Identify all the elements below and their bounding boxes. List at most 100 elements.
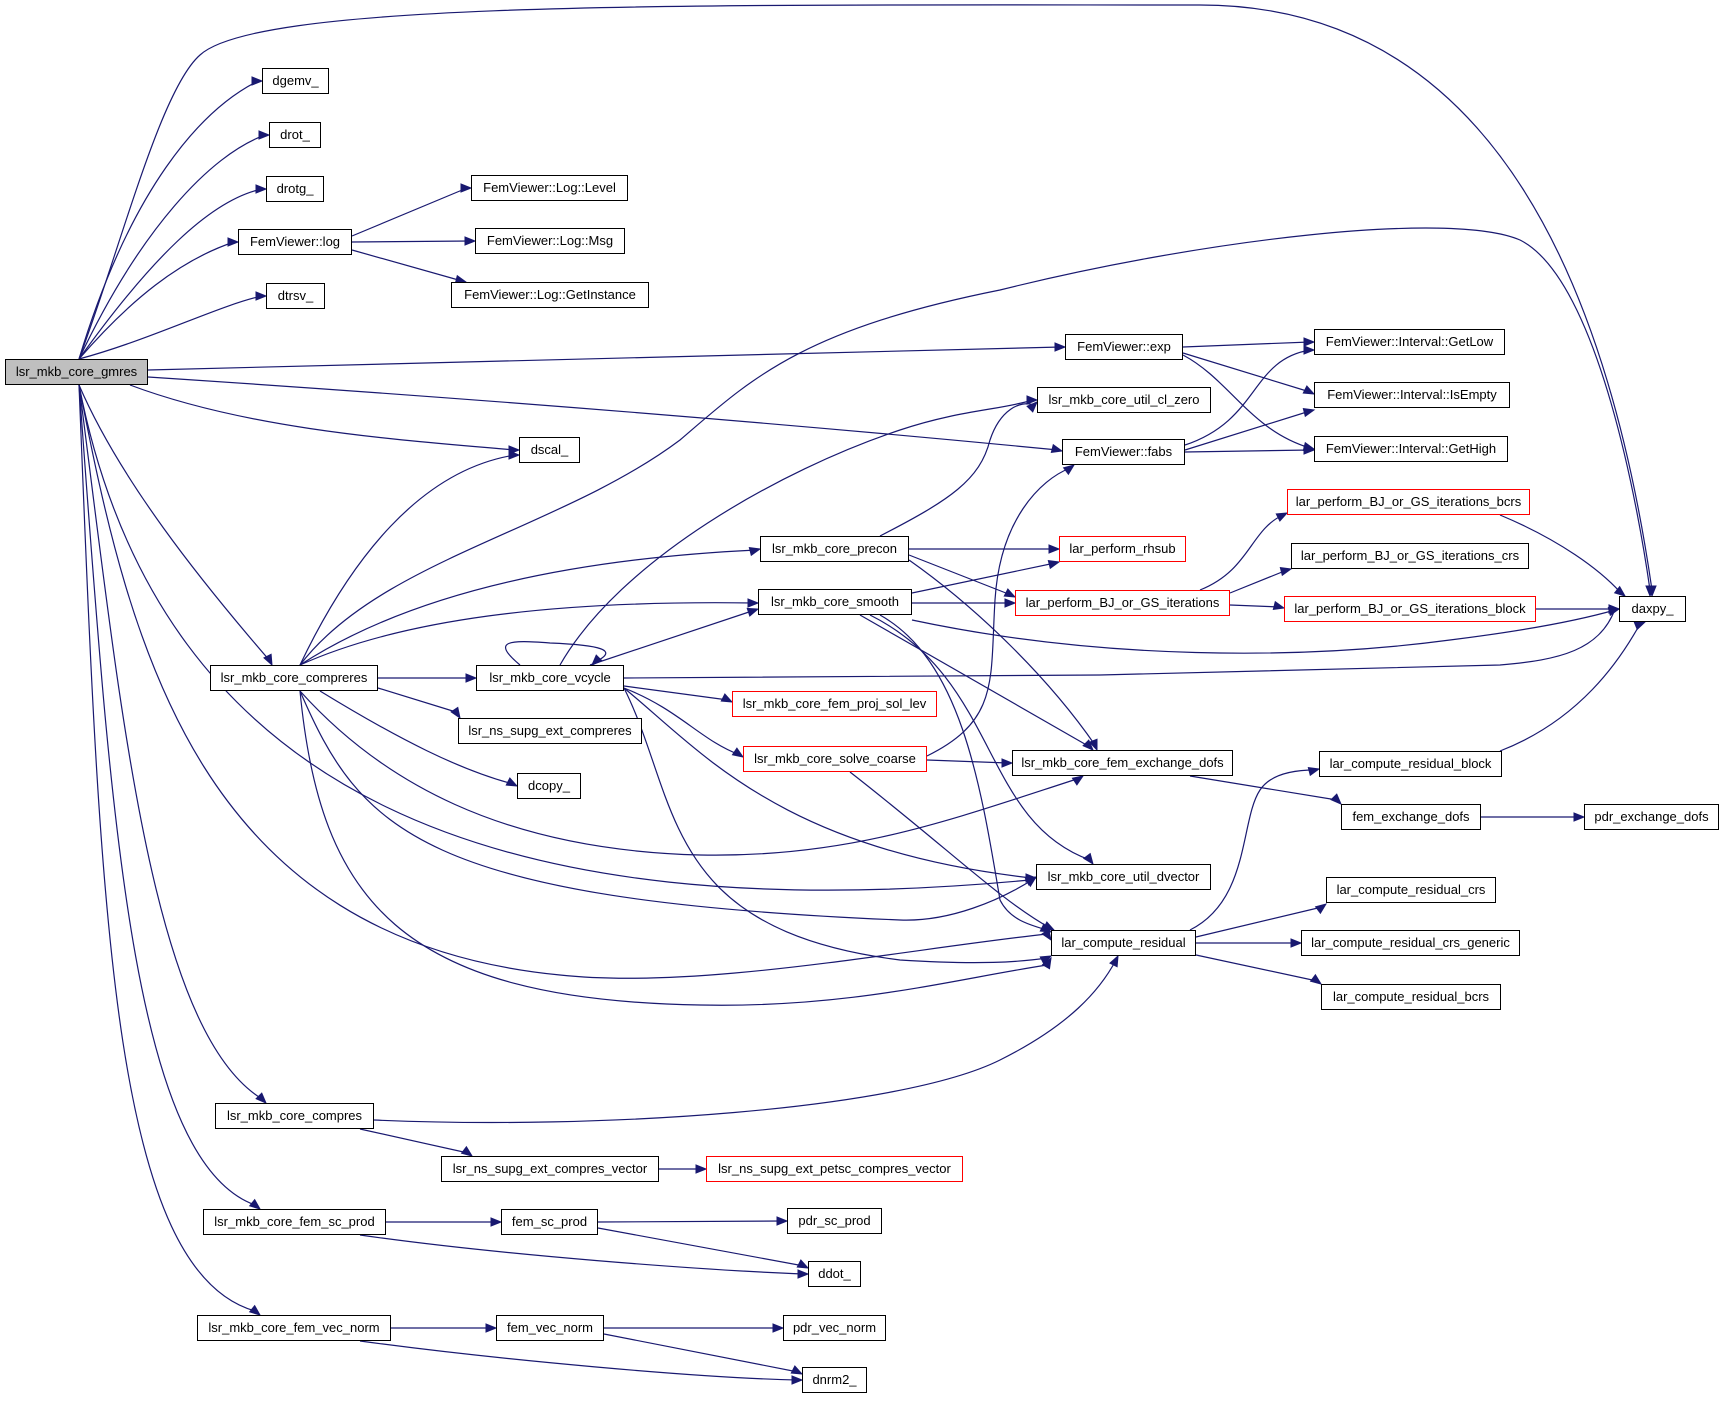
arrowhead-ns-compres-vector-to-petsc xyxy=(695,1164,708,1174)
node-drot[interactable]: drot_ xyxy=(269,122,321,148)
arrowhead-residual-to-res-block xyxy=(1307,766,1321,777)
edge-compres-to-ns-compres-vector xyxy=(359,1128,469,1154)
arrowhead-fem-sc-prod2-to-ddot xyxy=(796,1259,810,1269)
node-lsr-mkb-core-smooth[interactable]: lsr_mkb_core_smooth xyxy=(758,589,912,615)
node-lar-perform-bj-or-gs-iterations-bcrs[interactable]: lar_perform_BJ_or_GS_iterations_bcrs xyxy=(1287,489,1530,515)
node-drotg[interactable]: drotg_ xyxy=(266,176,324,202)
node-dtrsv[interactable]: dtrsv_ xyxy=(266,283,325,309)
node-fem-sc-prod[interactable]: fem_sc_prod xyxy=(501,1209,598,1235)
node-lsr-mkb-core-vcycle[interactable]: lsr_mkb_core_vcycle xyxy=(476,665,624,691)
edge-compreres-to-precon xyxy=(299,549,757,666)
node-ddot[interactable]: ddot_ xyxy=(808,1261,861,1287)
edge-vcycle-to-proj-sol-lev xyxy=(623,685,729,701)
node-femviewer-log-msg[interactable]: FemViewer::Log::Msg xyxy=(475,228,625,254)
arrowhead-fv-fabs-to-getlow xyxy=(1303,345,1316,355)
node-lar-perform-bj-or-gs-iterations-crs[interactable]: lar_perform_BJ_or_GS_iterations_crs xyxy=(1291,543,1529,569)
node-dscal[interactable]: dscal_ xyxy=(519,437,580,463)
edge-residual-to-res-bcrs xyxy=(1195,954,1318,982)
edge-precon-to-fem-exchange xyxy=(908,559,1096,746)
edge-fem-exchange-to-fem-exch xyxy=(1189,775,1338,801)
node-lsr-mkb-core-compres[interactable]: lsr_mkb_core_compres xyxy=(215,1103,374,1129)
node-lar-compute-residual-crs[interactable]: lar_compute_residual_crs xyxy=(1326,877,1496,903)
arrowhead-compreres-to-fem-exchange xyxy=(1071,775,1085,786)
node-pdr-sc-prod[interactable]: pdr_sc_prod xyxy=(787,1208,882,1234)
node-lar-compute-residual-crs-generic[interactable]: lar_compute_residual_crs_generic xyxy=(1301,930,1520,956)
node-lsr-mkb-core-fem-proj-sol-lev[interactable]: lsr_mkb_core_fem_proj_sol_lev xyxy=(732,691,937,717)
node-femviewer-log-level[interactable]: FemViewer::Log::Level xyxy=(471,175,628,201)
edge-vcycle-to-daxpy xyxy=(623,608,1616,679)
node-interval-getlow[interactable]: FemViewer::Interval::GetLow xyxy=(1314,329,1505,355)
edge-fv-fabs-to-isempty xyxy=(1184,410,1311,451)
arrowhead-fem-sc-prod2-to-pdr xyxy=(776,1216,789,1226)
node-pdr-exchange-dofs[interactable]: pdr_exchange_dofs xyxy=(1584,804,1719,830)
node-lsr-mkb-core-fem-sc-prod[interactable]: lsr_mkb_core_fem_sc_prod xyxy=(203,1209,386,1235)
edge-vcycle-to-smooth xyxy=(589,609,756,666)
node-interval-gethigh[interactable]: FemViewer::Interval::GetHigh xyxy=(1314,436,1508,462)
node-interval-isempty[interactable]: FemViewer::Interval::IsEmpty xyxy=(1314,382,1510,408)
arrowhead-fem-exch-to-pdr-exch xyxy=(1573,812,1586,822)
arrowhead-gmres-to-fv-log xyxy=(227,237,240,247)
edge-fv-exp-to-getlow xyxy=(1182,341,1311,348)
arrowhead-solve-coarse-to-fv-fabs xyxy=(1062,464,1076,476)
arrowhead-fem-vec-norm2-to-pdr xyxy=(772,1323,785,1333)
node-femviewer-log[interactable]: FemViewer::log xyxy=(238,229,352,255)
arrowhead-compres-to-ns-compres-vector xyxy=(460,1145,474,1157)
edge-gmres-to-dtrsv xyxy=(78,295,263,360)
edge-bj-bcrs-to-daxpy xyxy=(1499,514,1621,593)
arrowhead-bj-to-bj-bcrs xyxy=(1275,512,1289,522)
node-lsr-ns-supg-ext-compres-vector[interactable]: lsr_ns_supg_ext_compres_vector xyxy=(441,1156,659,1182)
node-dnrm2[interactable]: dnrm2_ xyxy=(802,1367,867,1393)
arrowhead-fv-log-to-level xyxy=(460,183,473,193)
edge-residual-to-res-crs xyxy=(1195,906,1323,938)
node-lsr-mkb-core-fem-exchange-dofs[interactable]: lsr_mkb_core_fem_exchange_dofs xyxy=(1012,750,1233,776)
arrowhead-fem-vec-norm2-to-dnrm2 xyxy=(790,1365,804,1375)
arrowhead-smooth-to-bj xyxy=(1004,598,1017,608)
node-dgemv[interactable]: dgemv_ xyxy=(262,68,329,94)
edge-smooth-to-rhsub xyxy=(911,562,1056,594)
node-pdr-vec-norm[interactable]: pdr_vec_norm xyxy=(783,1315,886,1341)
edge-fem-sc-prod-to-ddot xyxy=(359,1234,805,1275)
arrowhead-fem-exchange-to-fem-exch xyxy=(1330,793,1342,805)
edge-compreres-to-dcopy xyxy=(319,690,514,785)
edge-bj-to-bj-crs xyxy=(1229,569,1288,594)
edge-compreres-to-fem-exchange xyxy=(299,690,1081,856)
arrowhead-precon-to-util-cl-zero xyxy=(1026,401,1038,413)
node-fem-exchange-dofs[interactable]: fem_exchange_dofs xyxy=(1341,804,1481,830)
node-lar-perform-bj-or-gs-iterations[interactable]: lar_perform_BJ_or_GS_iterations xyxy=(1015,590,1230,616)
node-fem-vec-norm[interactable]: fem_vec_norm xyxy=(496,1315,604,1341)
node-femviewer-fabs[interactable]: FemViewer::fabs xyxy=(1062,439,1185,465)
arrowhead-precon-to-bj xyxy=(1003,588,1017,598)
node-lsr-mkb-core-precon[interactable]: lsr_mkb_core_precon xyxy=(760,536,909,562)
node-lar-perform-rhsub[interactable]: lar_perform_rhsub xyxy=(1059,536,1186,562)
node-lsr-ns-supg-ext-petsc-compres-vector[interactable]: lsr_ns_supg_ext_petsc_compres_vector xyxy=(706,1156,963,1182)
arrowhead-precon-to-rhsub xyxy=(1048,544,1061,554)
node-lsr-ns-supg-ext-compreres[interactable]: lsr_ns_supg_ext_compreres xyxy=(458,718,642,744)
node-dcopy[interactable]: dcopy_ xyxy=(517,773,581,799)
arrowhead-vcycle-to-util-cl-zero xyxy=(1026,395,1039,405)
node-lsr-mkb-core-compreres[interactable]: lsr_mkb_core_compreres xyxy=(210,665,378,691)
node-lsr-mkb-core-util-dvector[interactable]: lsr_mkb_core_util_dvector xyxy=(1036,864,1211,890)
node-lsr-mkb-core-fem-vec-norm[interactable]: lsr_mkb_core_fem_vec_norm xyxy=(197,1315,391,1341)
edge-fem-vec-norm2-to-dnrm2 xyxy=(603,1333,799,1373)
arrowhead-vcycle-to-residual xyxy=(1039,955,1053,965)
edge-bj-to-bj-block xyxy=(1229,604,1281,608)
arrowhead-fv-log-to-msg xyxy=(464,236,477,246)
edge-bj-to-bj-bcrs xyxy=(1199,514,1284,591)
node-lar-perform-bj-or-gs-iterations-block[interactable]: lar_perform_BJ_or_GS_iterations_block xyxy=(1284,596,1536,622)
edge-fv-log-to-msg xyxy=(351,240,472,243)
arrowhead-fv-fabs-to-gethigh xyxy=(1303,445,1316,455)
node-lsr-mkb-core-solve-coarse[interactable]: lsr_mkb_core_solve_coarse xyxy=(743,746,927,772)
node-daxpy[interactable]: daxpy_ xyxy=(1619,596,1686,622)
node-lar-compute-residual[interactable]: lar_compute_residual xyxy=(1051,930,1196,956)
arrowhead-compreres-to-precon xyxy=(748,546,762,557)
arrowhead-fv-fabs-to-isempty xyxy=(1302,407,1316,418)
node-lar-compute-residual-bcrs[interactable]: lar_compute_residual_bcrs xyxy=(1321,984,1501,1010)
node-femviewer-exp[interactable]: FemViewer::exp xyxy=(1065,334,1183,360)
edge-fv-exp-to-gethigh xyxy=(1182,354,1311,449)
arrowhead-fem-sc-prod-to-fem-sc-prod2 xyxy=(490,1217,503,1227)
node-lar-compute-residual-block[interactable]: lar_compute_residual_block xyxy=(1319,751,1502,777)
edge-compreres-to-daxpy xyxy=(299,227,1651,666)
node-femviewer-log-getinstance[interactable]: FemViewer::Log::GetInstance xyxy=(451,282,649,308)
node-lsr-mkb-core-util-cl-zero[interactable]: lsr_mkb_core_util_cl_zero xyxy=(1037,387,1211,413)
